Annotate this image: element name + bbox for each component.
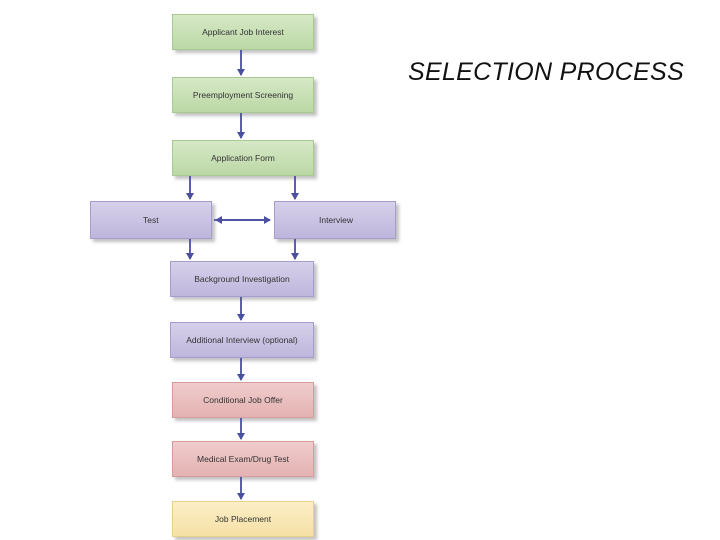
step-application-form: Application Form [172,140,314,176]
step-interview: Interview [274,201,396,239]
step-label: Preemployment Screening [192,90,294,100]
step-job-placement: Job Placement [172,501,314,537]
step-medical-exam-drug-test: Medical Exam/Drug Test [172,441,314,477]
step-label: Interview [318,215,353,225]
step-conditional-job-offer: Conditional Job Offer [172,382,314,418]
step-preemployment-screening: Preemployment Screening [172,77,314,113]
step-label: Conditional Job Offer [203,395,283,405]
step-label: Applicant Job Interest [202,27,284,37]
step-label: Additional Interview (optional) [186,335,298,345]
step-test: Test [90,201,212,239]
step-additional-interview: Additional Interview (optional) [170,322,314,358]
step-label: Test [143,215,159,225]
slide-title: SELECTION PROCESS [408,58,684,86]
step-applicant-job-interest: Applicant Job Interest [172,14,314,50]
step-label: Application Form [211,153,275,163]
step-background-investigation: Background Investigation [170,261,314,297]
step-label: Job Placement [214,514,272,524]
step-label: Medical Exam/Drug Test [197,454,289,464]
step-label: Background Investigation [194,274,290,284]
